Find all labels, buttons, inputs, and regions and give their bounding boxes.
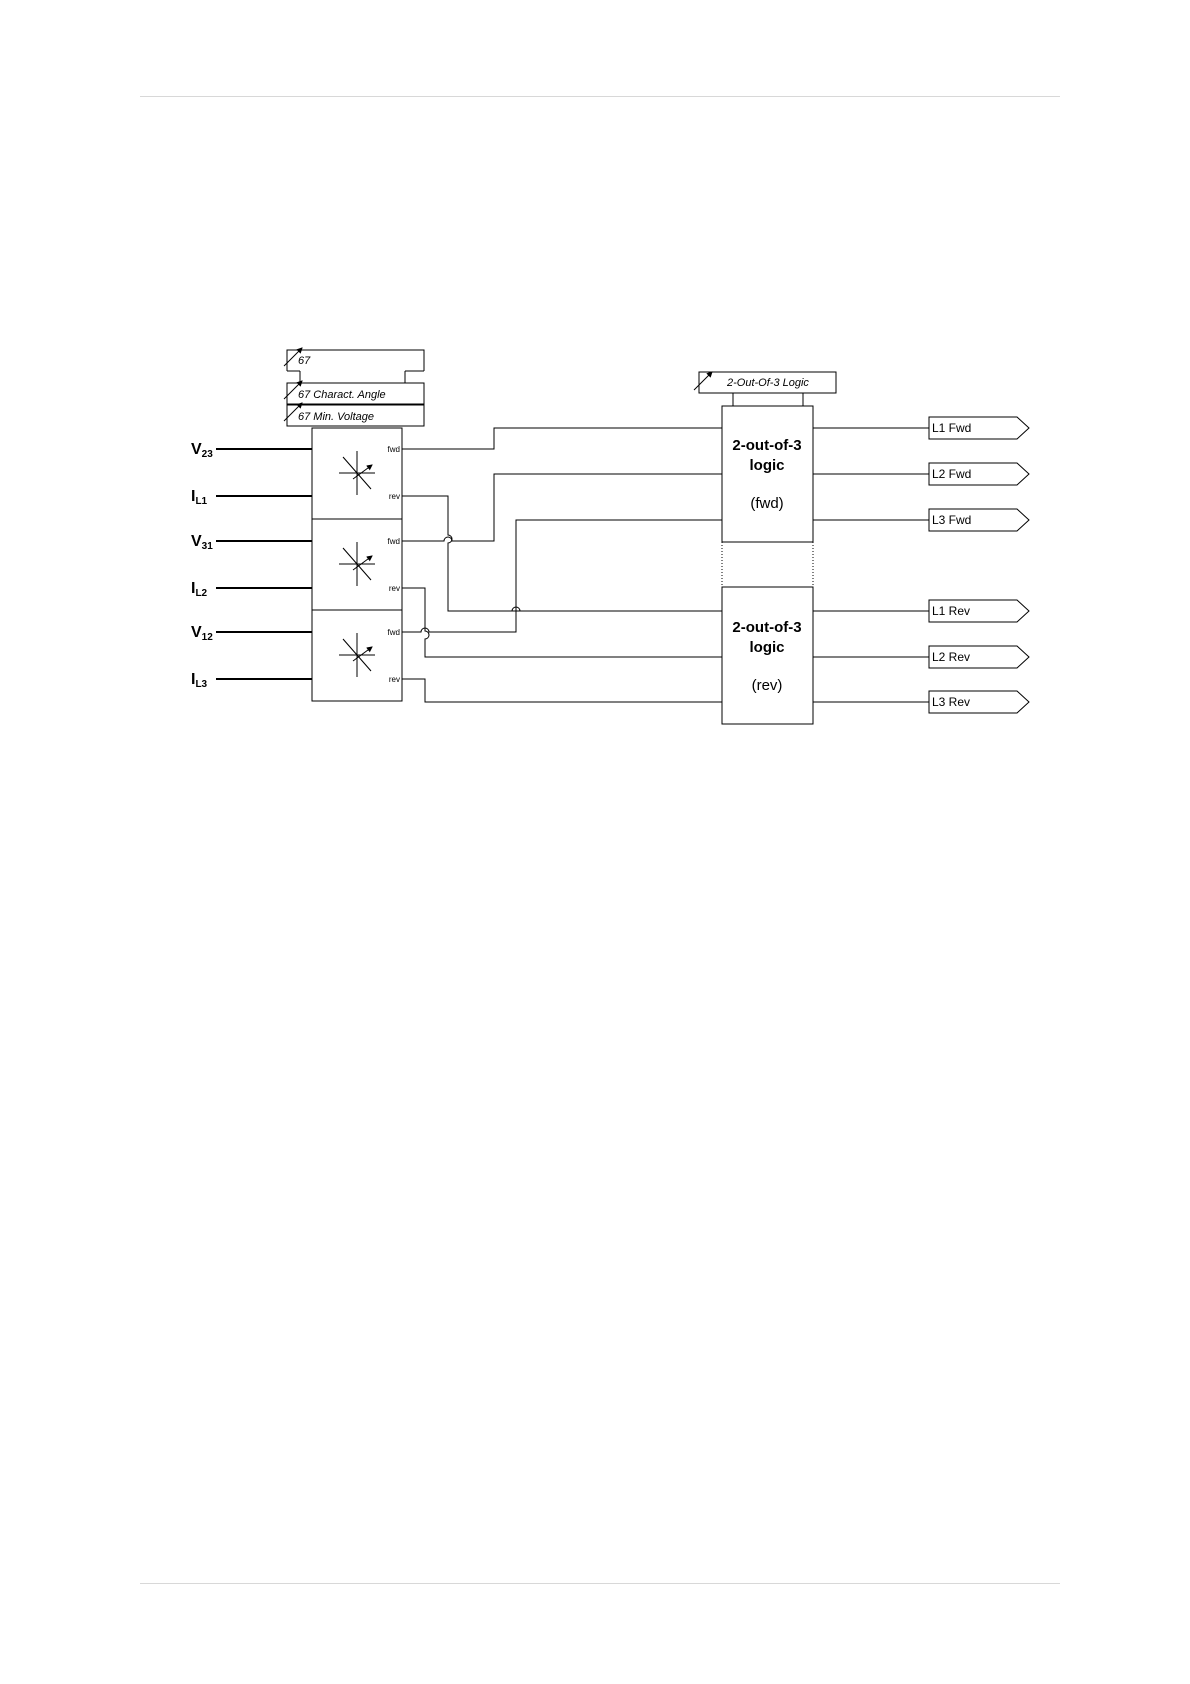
port-fwd-label: fwd — [388, 537, 400, 546]
logic-fwd-title: 2-out-of-3 — [732, 437, 801, 454]
param-charact-angle-label: 67 Charact. Angle — [298, 389, 386, 401]
output-label: L2 Fwd — [932, 467, 971, 481]
logic-rev-mode: (rev) — [752, 677, 783, 694]
input-label: IL2 — [191, 580, 208, 599]
output-label: L3 Fwd — [932, 513, 971, 527]
directional-characteristic-icon — [339, 542, 375, 586]
routing-lines — [402, 428, 722, 702]
input-label: IL3 — [191, 671, 208, 690]
port-labels: fwd rev fwd rev fwd rev — [388, 445, 400, 684]
port-rev-label: rev — [389, 492, 400, 501]
logic-block-fwd: 2-out-of-3 logic (fwd) — [722, 406, 813, 542]
output-label: L3 Rev — [932, 695, 970, 709]
param-67-group: 67 67 Charact. Angle 67 Min. Voltage — [284, 348, 424, 426]
port-fwd-label: fwd — [388, 628, 400, 637]
input-label: V23 — [191, 441, 213, 460]
output-signals: L1 Fwd L2 Fwd L3 Fwd L1 Rev L2 Rev L3 Rev — [813, 417, 1029, 713]
port-rev-label: rev — [389, 584, 400, 593]
directional-icons — [339, 451, 375, 677]
port-rev-label: rev — [389, 675, 400, 684]
port-fwd-label: fwd — [388, 445, 400, 454]
output-label: L1 Rev — [932, 604, 970, 618]
input-label: V12 — [191, 624, 213, 643]
setting-arrow-icon — [694, 372, 712, 390]
logic-fwd-mode: (fwd) — [750, 495, 783, 512]
param-min-voltage-label: 67 Min. Voltage — [298, 411, 374, 423]
directional-characteristic-icon — [339, 451, 375, 495]
wire-rev-l3 — [402, 679, 722, 702]
logic-fwd-subtitle: logic — [749, 457, 784, 474]
wire-rev-l1 — [402, 496, 722, 611]
logic-param-group: 2-Out-Of-3 Logic — [694, 372, 836, 406]
input-label: V31 — [191, 533, 213, 552]
wire-fwd-l3 — [402, 520, 722, 632]
logic-rev-title: 2-out-of-3 — [732, 619, 801, 636]
logic-block-rev: 2-out-of-3 logic (rev) — [722, 587, 813, 724]
param-logic-label: 2-Out-Of-3 Logic — [726, 377, 809, 389]
wire-rev-l2 — [402, 588, 722, 657]
wire-fwd-l1 — [402, 428, 722, 449]
output-label: L1 Fwd — [932, 421, 971, 435]
directional-characteristic-icon — [339, 633, 375, 677]
input-label: IL1 — [191, 488, 208, 507]
wire-fwd-l2 — [402, 474, 722, 541]
logic-rev-subtitle: logic — [749, 639, 784, 656]
param-67-label: 67 — [298, 355, 311, 367]
output-label: L2 Rev — [932, 650, 970, 664]
